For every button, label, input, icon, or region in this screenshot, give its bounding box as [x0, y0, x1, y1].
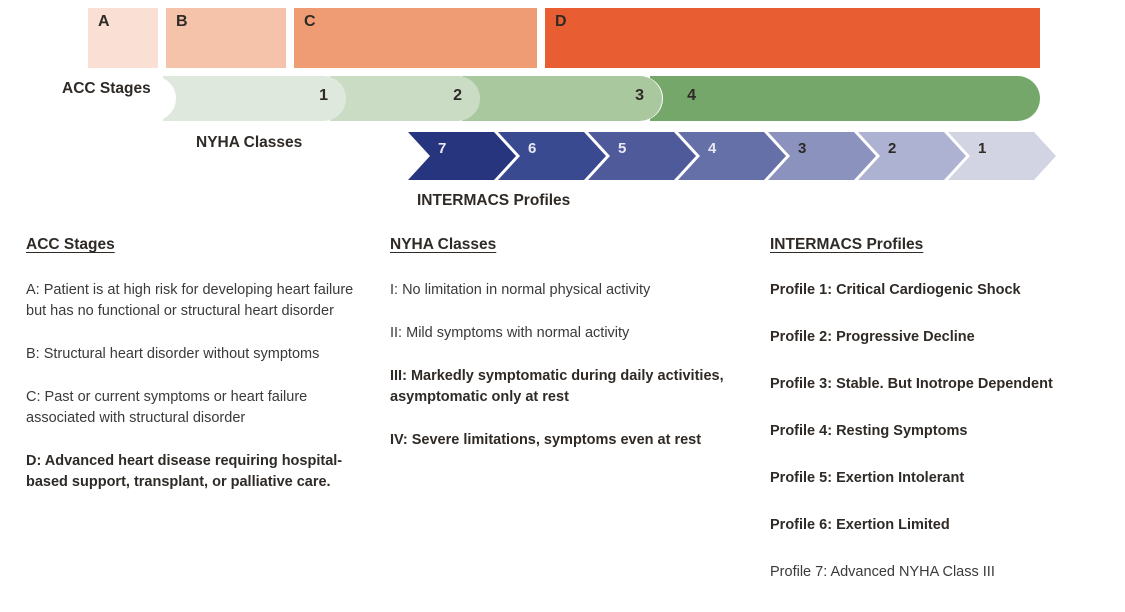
acc-stage-bar-label: A — [98, 13, 110, 30]
heart-failure-staging-diagram: A B C D 4 3 2 1 7 6 5 4 3 2 1 ACC Stages NYHA Classe… — [0, 0, 1125, 225]
intermacs-profile-chevron-label: 7 — [438, 140, 447, 157]
intermacs-profile-chevron-label: 6 — [528, 140, 537, 157]
legend-column-intermacs-profiles: INTERMACS Profiles Profile 1: Critical C… — [770, 236, 1120, 609]
legend-heading-intermacs-profiles: INTERMACS Profiles — [770, 236, 924, 253]
legend-items-nyha-classes: I: No limitation in normal physical acti… — [390, 280, 755, 451]
legend-item: B: Structural heart disorder without sym… — [26, 346, 320, 362]
legend-column-nyha-classes: NYHA Classes I: No limitation in normal … — [390, 236, 755, 473]
legend-item: Profile 3: Stable. But Inotrope Dependen… — [770, 376, 1053, 392]
legend-item: IV: Severe limitations, symptoms even at… — [390, 432, 702, 448]
nyha-classes-row-label: NYHA Classes — [196, 134, 303, 151]
nyha-class-bar-label: 3 — [635, 87, 644, 104]
nyha-class-bar-4: 4 — [650, 76, 1040, 121]
intermacs-profile-chevron-label: 4 — [708, 140, 717, 157]
intermacs-profile-chevron-7: 7 — [408, 132, 516, 180]
legend-item: D: Advanced heart disease requiring hosp… — [26, 453, 343, 490]
intermacs-profile-chevron-label: 2 — [888, 140, 897, 157]
legend-heading-nyha-classes: NYHA Classes — [390, 236, 497, 253]
legend-item: I: No limitation in normal physical acti… — [390, 282, 651, 298]
acc-stage-bar-label: C — [304, 13, 316, 30]
intermacs-profile-chevron-label: 5 — [618, 140, 627, 157]
legend-item: Profile 1: Critical Cardiogenic Shock — [770, 282, 1021, 298]
acc-stage-bar-b: B — [166, 8, 286, 68]
nyha-class-bar-3: 3 — [462, 76, 662, 121]
nyha-class-bar-label: 2 — [453, 87, 462, 104]
intermacs-profile-chevron-label: 3 — [798, 140, 807, 157]
legend-item: Profile 6: Exertion Limited — [770, 517, 950, 533]
legend-heading-acc-stages: ACC Stages — [26, 236, 115, 253]
acc-stage-bar-d: D — [545, 8, 1040, 68]
acc-stage-bar-label: D — [555, 13, 567, 30]
nyha-class-bar-2: 2 — [330, 76, 480, 121]
legend-item: Profile 2: Progressive Decline — [770, 329, 975, 345]
legend-item: II: Mild symptoms with normal activity — [390, 325, 630, 341]
acc-stage-bar-label: B — [176, 13, 188, 30]
legend: ACC Stages A: Patient is at high risk fo… — [0, 236, 1125, 612]
legend-item: A: Patient is at high risk for developin… — [26, 282, 354, 319]
legend-column-acc-stages: ACC Stages A: Patient is at high risk fo… — [26, 236, 371, 515]
legend-item: Profile 4: Resting Symptoms — [770, 423, 968, 439]
nyha-class-bar-label: 1 — [319, 87, 328, 104]
legend-item: Profile 5: Exertion Intolerant — [770, 470, 965, 486]
intermacs-profile-chevron-label: 1 — [978, 140, 987, 157]
legend-item: C: Past or current symptoms or heart fai… — [26, 389, 308, 426]
nyha-class-bar-label: 4 — [687, 87, 696, 104]
intermacs-profiles-row-label: INTERMACS Profiles — [417, 192, 571, 209]
acc-stage-bar-c: C — [294, 8, 537, 68]
nyha-class-bar-1: 1 — [163, 76, 346, 121]
intermacs-profile-chevron-6: 6 — [498, 132, 606, 180]
legend-items-acc-stages: A: Patient is at high risk for developin… — [26, 280, 371, 493]
legend-item: Profile 7: Advanced NYHA Class III — [770, 564, 995, 580]
legend-item: III: Markedly symptomatic during daily a… — [390, 368, 724, 405]
acc-stages-row-label: ACC Stages — [62, 80, 151, 97]
acc-stage-bar-a: A — [88, 8, 158, 68]
